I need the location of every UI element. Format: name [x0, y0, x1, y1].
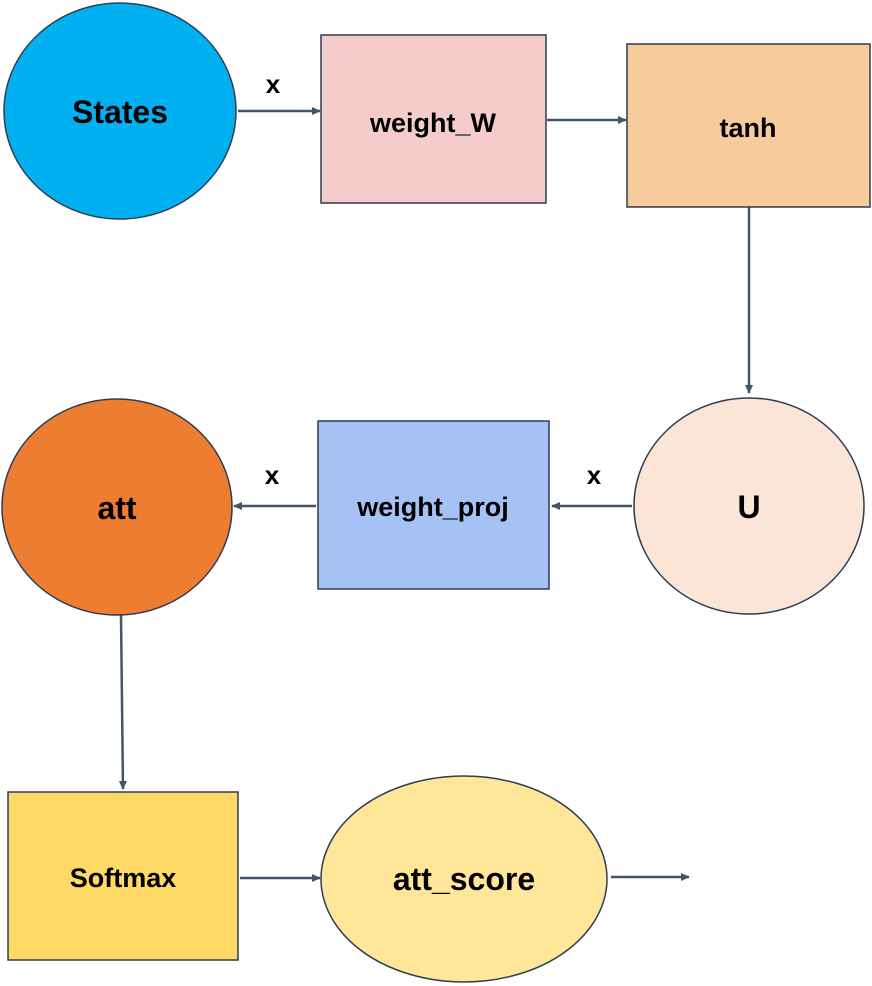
- node-u: U: [633, 397, 865, 615]
- node-tanh: tanh: [626, 43, 871, 208]
- operator-label-multiply: x: [265, 460, 280, 490]
- node-shape: [320, 34, 547, 204]
- node-shape: [320, 775, 608, 983]
- node-label: weight_proj: [356, 492, 509, 522]
- operator-label-multiply: x: [266, 69, 281, 99]
- operator-label-multiply: x: [587, 460, 602, 490]
- node-shape: [626, 43, 871, 208]
- node-att-score: att_score: [320, 775, 608, 983]
- node-label: weight_W: [369, 108, 497, 138]
- node-att: att: [1, 398, 233, 616]
- node-shape: [317, 420, 550, 590]
- node-softmax: Softmax: [7, 791, 239, 961]
- node-shape: [1, 398, 233, 616]
- node-label: att_score: [393, 861, 535, 897]
- node-weight-proj: weight_proj: [317, 420, 550, 590]
- node-label: States: [72, 94, 168, 130]
- node-shape: [633, 397, 865, 615]
- node-label: Softmax: [70, 863, 177, 893]
- node-label: att: [97, 490, 136, 526]
- node-weight-w: weight_W: [320, 34, 547, 204]
- node-states: States: [3, 2, 237, 220]
- node-shape: [7, 791, 239, 961]
- node-shape: [3, 2, 237, 220]
- node-label: U: [737, 489, 760, 525]
- arrow-att-to-softmax: [118, 614, 127, 790]
- node-label: tanh: [720, 113, 777, 143]
